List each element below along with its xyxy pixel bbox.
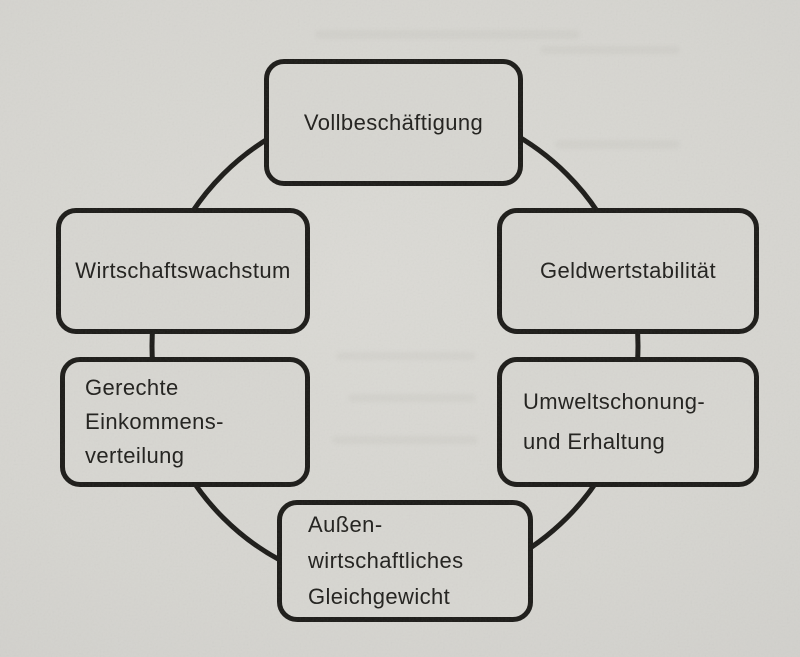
bleedthrough-mark — [348, 394, 476, 402]
node-gerechte-einkommensverteilung: Gerechte Einkommens- verteilung — [60, 357, 310, 487]
node-label-line: Geldwertstabilität — [540, 258, 716, 283]
node-label-line: und Erhaltung — [523, 429, 666, 454]
node-aussenwirtschaftliches-gleichgewicht: Außen- wirtschaftliches Gleichgewicht — [277, 500, 533, 622]
node-label-line: Wirtschaftswachstum — [75, 258, 291, 283]
bleedthrough-mark — [336, 352, 476, 360]
node-umweltschonung-und-erhaltung: Umweltschonung- und Erhaltung — [497, 357, 759, 487]
node-label-line: wirtschaftliches — [308, 548, 464, 573]
node-geldwertstabilitaet: Geldwertstabilität — [497, 208, 759, 334]
node-vollbeschaeftigung: Vollbeschäftigung — [264, 59, 523, 186]
node-label-line: Umweltschonung- — [523, 389, 706, 414]
node-label-line: Einkommens- — [85, 409, 224, 434]
bleedthrough-mark — [315, 30, 580, 39]
node-label-line: verteilung — [85, 443, 185, 468]
bleedthrough-mark — [555, 140, 680, 149]
node-label-line: Gleichgewicht — [308, 584, 451, 609]
node-label-line: Außen- — [308, 512, 383, 537]
node-label-line: Vollbeschäftigung — [303, 109, 484, 135]
node-wirtschaftswachstum: Wirtschaftswachstum — [56, 208, 310, 334]
bleedthrough-mark — [540, 46, 680, 54]
bleedthrough-mark — [332, 436, 478, 444]
node-label-line: Gerechte — [85, 375, 179, 400]
